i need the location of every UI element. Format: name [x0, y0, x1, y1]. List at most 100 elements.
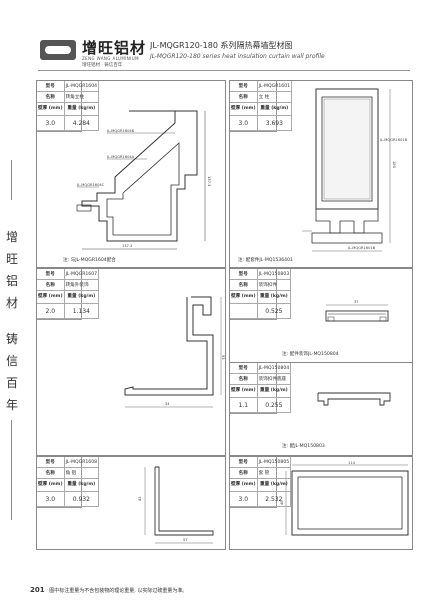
- label-model: 型号: [37, 457, 65, 468]
- label-model: 型号: [230, 363, 258, 374]
- label-name: 名称: [230, 373, 258, 385]
- label-weight: 重量 (kg/m): [257, 384, 292, 398]
- dim-label: JL-MQGR1601B: [379, 138, 408, 142]
- thickness-value: 3.0: [230, 115, 258, 131]
- model-value: JL-MQGR1601: [257, 81, 293, 92]
- model-value: JL-MQGR1608: [64, 457, 100, 468]
- dim-label: 43: [138, 496, 142, 501]
- profile-note: 注: 配JL-MQ150803: [282, 444, 325, 449]
- thickness-value: 3.0: [37, 491, 65, 507]
- side-char: 铸: [5, 332, 18, 346]
- dim-label: 93: [221, 355, 225, 360]
- side-char: 铝: [5, 274, 18, 288]
- profile-note: 注: 与JL-MQGR1604配合: [63, 258, 116, 263]
- page-footer: 201 图中标注重量为不含包装物的理论重量, 以实际过磅重量为准。: [30, 586, 187, 594]
- catalog-title: JL-MQGR120-180 系列隔热幕墙型材图: [150, 41, 293, 50]
- dim-label: JL-MQGR1604A: [106, 155, 135, 159]
- label-weight: 重量 (kg/m): [257, 290, 292, 304]
- dim-label: JL-MQGR1604C: [76, 183, 105, 187]
- dim-label: 34: [165, 402, 170, 406]
- dim-label: 137.3: [122, 244, 132, 248]
- weight-value: 0.932: [64, 491, 100, 507]
- side-char: 信: [5, 354, 18, 368]
- side-char: 旺: [5, 252, 18, 266]
- weight-value: 4.284: [64, 115, 100, 131]
- dim-label: JL-MQGR1604B: [106, 129, 135, 133]
- profile-card: JL-MQGR1604B JL-MQGR1604A JL-MQGR1604C 1…: [36, 80, 226, 268]
- label-thickness: 壁厚 (mm): [37, 478, 65, 492]
- weight-value: 0.525: [257, 303, 292, 319]
- weight-value: 1.134: [64, 303, 100, 319]
- label-weight: 重量 (kg/m): [64, 478, 100, 492]
- profile-drawing: 43 57: [138, 466, 214, 544]
- model-value: JL-MQ150805: [257, 457, 292, 468]
- name-value: 角 铝: [64, 467, 100, 479]
- thickness-value: [230, 303, 258, 319]
- page-number: 201: [30, 586, 45, 594]
- model-value: JL-MQGR1607: [64, 269, 100, 280]
- thickness-value: 3.0: [37, 115, 65, 131]
- dim-label: 137.3: [207, 176, 211, 186]
- weight-value: 0.255: [257, 397, 292, 413]
- label-model: 型号: [230, 81, 258, 92]
- label-model: 型号: [37, 81, 65, 92]
- dim-label: JL-MQGR1601B: [347, 246, 376, 250]
- label-model: 型号: [230, 457, 258, 468]
- label-weight: 重量 (kg/m): [64, 102, 100, 116]
- profile-drawing: [317, 392, 391, 406]
- thickness-value: 1.1: [230, 397, 258, 413]
- label-weight: 重量 (kg/m): [257, 102, 293, 116]
- model-value: JL-MQ150803: [257, 269, 292, 280]
- side-char: 材: [5, 296, 18, 310]
- dim-label: 180: [392, 161, 396, 169]
- label-name: 名称: [37, 91, 65, 103]
- dim-label: 114: [348, 461, 356, 465]
- side-line-top: [11, 160, 12, 200]
- weight-value: 2.532: [257, 491, 292, 507]
- label-thickness: 壁厚 (mm): [37, 290, 65, 304]
- name-value: 套 管: [257, 467, 292, 479]
- brand-name: 增旺铝材: [82, 39, 147, 57]
- label-thickness: 壁厚 (mm): [230, 478, 258, 492]
- profile-note: 注: 配套件JL-MQ1536401: [238, 258, 293, 263]
- label-thickness: 壁厚 (mm): [230, 384, 258, 398]
- side-char: 年: [5, 398, 18, 412]
- dim-label: 57: [183, 538, 188, 542]
- name-value: 立 柱: [257, 91, 293, 103]
- label-thickness: 壁厚 (mm): [230, 290, 258, 304]
- label-name: 名称: [230, 467, 258, 479]
- profile-drawing: JL-MQGR1604B JL-MQGR1604A JL-MQGR1604C 1…: [76, 110, 211, 250]
- label-weight: 重量 (kg/m): [257, 478, 292, 492]
- label-model: 型号: [37, 269, 65, 280]
- profile-drawing: 37: [325, 300, 389, 322]
- name-value: 转角立柱: [64, 91, 100, 103]
- label-name: 名称: [37, 279, 65, 291]
- thickness-value: 3.0: [230, 491, 258, 507]
- dim-label: 37: [354, 300, 359, 304]
- profile-drawing: 93 34: [124, 296, 225, 408]
- model-value: JL-MQ150804: [257, 363, 292, 374]
- label-model: 型号: [230, 269, 258, 280]
- label-thickness: 壁厚 (mm): [37, 102, 65, 116]
- brand-english: ZENG WANG ALUMINIUM: [82, 56, 139, 61]
- label-weight: 重量 (kg/m): [64, 290, 100, 304]
- model-value: JL-MQGR1604: [64, 81, 100, 92]
- footer-note: 图中标注重量为不含包装物的理论重量, 以实际过磅重量为准。: [49, 588, 188, 594]
- brand-slogan: 增旺铝材 · 铸信百年: [82, 63, 123, 68]
- header-divider: [38, 70, 410, 71]
- company-logo: [40, 40, 76, 60]
- profile-drawing: JL-MQGR1601B JL-MQGR1601B 180: [302, 88, 408, 252]
- label-name: 名称: [37, 467, 65, 479]
- side-char: 百: [5, 376, 18, 390]
- side-char: 增: [5, 230, 18, 244]
- name-value: 转角外装饰: [64, 279, 100, 291]
- name-value: 装饰扣件底座: [257, 373, 292, 385]
